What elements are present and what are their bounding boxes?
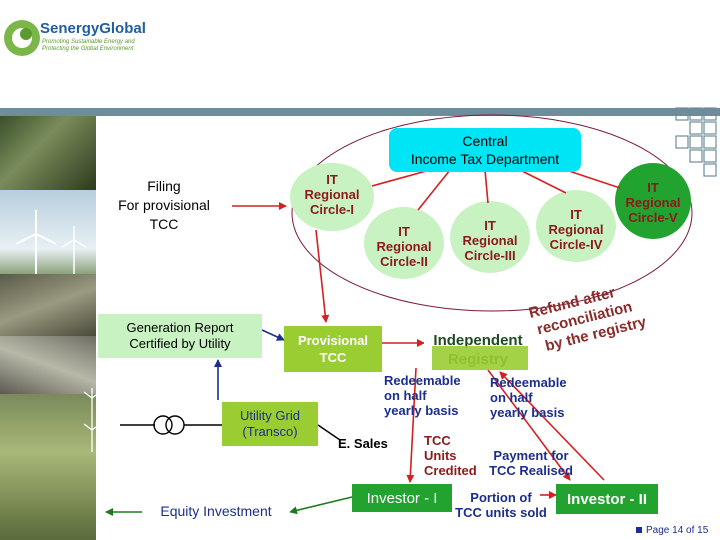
link-central-circle-4 (519, 169, 567, 194)
brand-tagline: Promoting Sustainable Energy and Protect… (42, 39, 135, 52)
top-band (0, 108, 720, 116)
wind-turbine-icon (15, 210, 87, 274)
photo-field (0, 394, 96, 540)
registry-underline (432, 346, 528, 370)
equity-investment-box: Equity Investment (142, 498, 290, 524)
logo: SenergyGlobal Promoting Sustainable Ener… (2, 18, 172, 60)
bullet-icon (636, 527, 642, 534)
circle-3-node (450, 201, 530, 273)
circle-4-label: IT Regional Circle-IV (548, 207, 604, 252)
redeemable-right: Redeemable on half yearly basis (490, 375, 567, 420)
link-central-circle-3 (484, 169, 489, 204)
e-sales-label: E. Sales (338, 436, 388, 451)
redeemable-left: Redeemable on half yearly basis (384, 373, 461, 418)
circle-3-label: IT Regional Circle-III (462, 218, 518, 263)
link-central-circle-1 (371, 169, 431, 187)
arrow-investor-1-to-equity (289, 496, 353, 515)
decorative-squares-icon (675, 107, 717, 177)
portion-label: Portion of TCC units sold (455, 490, 547, 520)
arrow-registry-to-investor-2 (487, 369, 571, 481)
circle-4-node (536, 190, 616, 262)
transformer-coil-left (153, 415, 173, 435)
arrow-registry-to-investor-1 (406, 367, 417, 483)
circle-1-label: IT Regional Circle-I (304, 172, 360, 217)
it-department-ellipse (291, 114, 693, 312)
circle-2-node (364, 207, 444, 279)
page-label: Page 14 of 15 (646, 525, 709, 536)
payment-label: Payment for TCC Realised (489, 448, 573, 478)
circle-2-label: IT Regional Circle-II (376, 224, 432, 269)
photo-solar (0, 116, 96, 190)
circle-5-node (615, 163, 691, 239)
arrow-investor-2-payment (499, 371, 605, 481)
logo-mark-icon (4, 20, 40, 56)
filing-box: Filing For provisional TCC (98, 176, 230, 234)
generation-report-box: Generation Report Certified by Utility (98, 314, 262, 358)
utility-grid-box: Utility Grid (Transco) (222, 402, 318, 446)
brand-name: SenergyGlobal (40, 20, 146, 37)
wind-farm-icon (83, 388, 115, 452)
circle-1-node (290, 163, 374, 231)
central-tax-department: Central Income Tax Department (389, 128, 581, 172)
investor-2-box: Investor - II (556, 484, 658, 514)
photo-plant-2 (0, 336, 96, 394)
page-number: Page 14 of 15 (636, 524, 720, 538)
photo-plant-1 (0, 274, 96, 336)
circle-5-label: IT Regional Circle-V (625, 180, 681, 225)
arrow-report-to-provisional (261, 329, 285, 341)
esales-line (317, 424, 341, 441)
photo-wind (0, 190, 96, 274)
investor-1-box: Investor - I (352, 484, 452, 512)
transformer-coil-right (165, 415, 185, 435)
provisional-tcc-box: Provisional TCC (284, 326, 382, 372)
link-central-circle-2 (417, 169, 451, 211)
arrow-circle-to-provisional (315, 229, 330, 323)
tcc-units-credited: TCC Units Credited (424, 433, 477, 478)
